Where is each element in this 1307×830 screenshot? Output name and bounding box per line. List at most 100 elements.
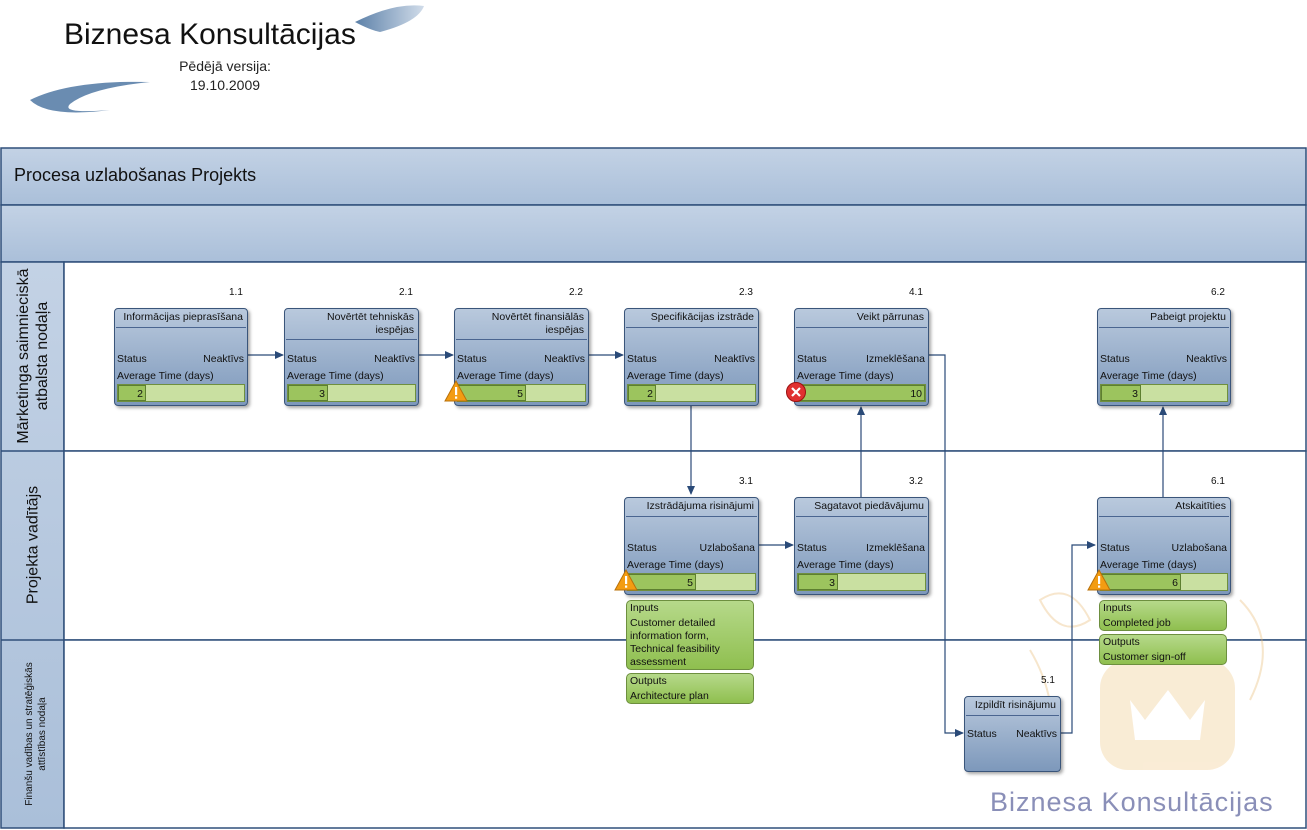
inputs-box-6-1: Inputs Completed job [1099, 600, 1227, 631]
task-4-1[interactable]: Veikt pārrunas Status Izmeklēšana Averag… [794, 308, 929, 406]
avg-time-value: 5 [458, 385, 526, 401]
status-value: Neaktīvs [714, 353, 755, 365]
task-1-1[interactable]: Informācijas pieprasīšana Status Neaktīv… [114, 308, 248, 406]
task-title: Izpildīt risinājumu [974, 699, 1056, 711]
task-number: 3.1 [739, 476, 753, 487]
progress-bar: 6 [1100, 573, 1228, 591]
company-title: Biznesa Konsultācijas [64, 18, 356, 51]
progress-bar: 3 [797, 573, 926, 591]
warning-icon [1087, 569, 1111, 591]
status-label: Status [627, 542, 657, 554]
task-title: Informācijas pieprasīšana [123, 311, 243, 323]
inputs-box-3-1: Inputs Customer detailed information for… [626, 600, 754, 670]
outputs-box-6-1: Outputs Customer sign-off [1099, 634, 1227, 665]
task-number: 5.1 [1041, 675, 1055, 686]
task-2-1[interactable]: Novērtēt tehniskās iespējas Status Neakt… [284, 308, 419, 406]
task-title: Sagatavot piedāvājumu [814, 500, 924, 512]
warning-icon [614, 569, 638, 591]
avg-time-label: Average Time (days) [117, 370, 214, 382]
version-label: Pēdējā versija: [179, 58, 271, 74]
avg-time-value: 3 [288, 385, 328, 401]
task-number: 2.1 [399, 287, 413, 298]
status-label: Status [1100, 542, 1130, 554]
progress-bar: 3 [287, 384, 416, 402]
version-date: 19.10.2009 [189, 77, 261, 93]
pool-header [0, 147, 1307, 206]
task-number: 2.3 [739, 287, 753, 298]
status-label: Status [117, 353, 147, 365]
task-title: Izstrādājuma risinājumi [646, 500, 754, 512]
pool-title: Procesa uzlabošanas Projekts [14, 165, 257, 185]
io-heading: Outputs [630, 675, 667, 687]
status-label: Status [1100, 353, 1130, 365]
task-2-3[interactable]: Specifikācijas izstrāde Status Neaktīvs … [624, 308, 759, 406]
avg-time-label: Average Time (days) [797, 370, 894, 382]
status-label: Status [627, 353, 657, 365]
avg-time-value: 3 [1101, 385, 1141, 401]
task-title: Pabeigt projektu [1150, 311, 1226, 323]
task-6-1[interactable]: Atskaitīties Status Uzlabošana Average T… [1097, 497, 1231, 595]
status-value: Izmeklēšana [866, 353, 925, 365]
avg-time-value: 6 [1101, 574, 1181, 590]
progress-bar: 5 [457, 384, 586, 402]
avg-time-label: Average Time (days) [287, 370, 384, 382]
watermark-text: Biznesa Konsultācijas [990, 787, 1274, 817]
task-6-2[interactable]: Pabeigt projektu Status Neaktīvs Average… [1097, 308, 1231, 406]
status-value: Izmeklēšana [866, 542, 925, 554]
lane-label-project-manager: Projekta vadītājs [24, 485, 42, 605]
avg-time-value: 10 [798, 385, 925, 401]
status-label: Status [967, 728, 997, 740]
status-label: Status [797, 542, 827, 554]
status-value: Neaktīvs [544, 353, 585, 365]
task-title: Novērtēt finansiālās iespējas [491, 311, 584, 336]
io-heading: Outputs [1103, 636, 1140, 648]
progress-bar: 5 [627, 573, 756, 591]
warning-icon [444, 380, 468, 402]
avg-time-label: Average Time (days) [627, 370, 724, 382]
avg-time-value: 2 [118, 385, 146, 401]
status-value: Neaktīvs [1186, 353, 1227, 365]
task-2-2[interactable]: Novērtēt finansiālās iespējas Status Nea… [454, 308, 589, 406]
error-icon [786, 382, 806, 402]
status-value: Uzlabošana [699, 542, 755, 554]
avg-time-label: Average Time (days) [457, 370, 554, 382]
task-title: Veikt pārrunas [856, 311, 924, 323]
task-5-1[interactable]: Izpildīt risinājumu Status Neaktīvs [964, 696, 1061, 772]
avg-time-value: 2 [628, 385, 656, 401]
status-label: Status [287, 353, 317, 365]
progress-bar: 2 [627, 384, 756, 402]
task-number: 3.2 [909, 476, 923, 487]
status-label: Status [797, 353, 827, 365]
watermark-ornament [1029, 592, 1264, 770]
flow-5-1-to-6-1 [1060, 541, 1096, 734]
io-heading: Inputs [1103, 602, 1132, 614]
avg-time-label: Average Time (days) [1100, 559, 1197, 571]
io-text: Completed job [1103, 617, 1171, 629]
task-number: 6.1 [1211, 476, 1225, 487]
task-number: 6.2 [1211, 287, 1225, 298]
flow-4-1-to-5-1 [929, 354, 964, 737]
avg-time-label: Average Time (days) [627, 559, 724, 571]
logo-swoosh-bottom [30, 81, 150, 113]
pool-subheader [0, 204, 1307, 263]
io-text: Customer sign-off [1103, 651, 1186, 663]
avg-time-label: Average Time (days) [797, 559, 894, 571]
progress-bar: 2 [117, 384, 245, 402]
task-number: 1.1 [229, 287, 243, 298]
status-value: Neaktīvs [203, 353, 244, 365]
task-3-2[interactable]: Sagatavot piedāvājumu Status Izmeklēšana… [794, 497, 929, 595]
outputs-box-3-1: Outputs Architecture plan [626, 673, 754, 704]
io-text: Customer detailed information form, Tech… [630, 617, 720, 668]
status-value: Neaktīvs [1016, 728, 1057, 740]
status-value: Uzlabošana [1171, 542, 1227, 554]
task-3-1[interactable]: Izstrādājuma risinājumi Status Uzlabošan… [624, 497, 759, 595]
lane-3 [63, 639, 1307, 829]
avg-time-value: 3 [798, 574, 838, 590]
task-title: Specifikācijas izstrāde [650, 311, 754, 323]
task-title: Novērtēt tehniskās iespējas [327, 311, 414, 336]
avg-time-label: Average Time (days) [1100, 370, 1197, 382]
io-text: Architecture plan [630, 690, 709, 702]
